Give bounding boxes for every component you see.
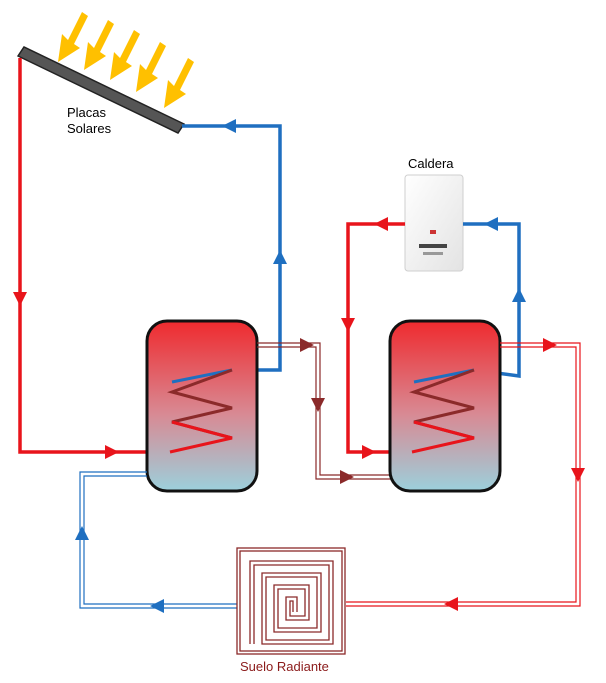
arrow-down-icon <box>571 468 585 482</box>
solar-tank-coil <box>171 368 233 384</box>
arrow-up-icon <box>512 288 526 302</box>
solar-tank-icon <box>145 319 259 493</box>
arrow-right-icon <box>105 445 119 459</box>
boiler-icon <box>404 174 464 272</box>
sun-rays-icon <box>58 12 194 108</box>
arrow-down-icon <box>341 318 355 332</box>
arrow-left-icon <box>374 217 388 231</box>
arrow-right-icon <box>300 338 314 352</box>
arrow-left-icon <box>484 217 498 231</box>
tank-link-pipe <box>257 342 390 480</box>
arrow-down-icon <box>13 292 27 306</box>
floor-heating-label: Suelo Radiante <box>240 659 329 674</box>
arrow-up-icon <box>273 250 287 264</box>
arrow-left-icon <box>150 599 164 613</box>
arrow-left-icon <box>222 119 236 133</box>
floor-heating-coil-icon <box>236 547 346 655</box>
arrow-right-icon <box>362 445 376 459</box>
arrow-right-icon <box>543 338 557 352</box>
boiler-label: Caldera <box>408 156 454 171</box>
solar-panels-label-line1: Placas <box>67 105 107 120</box>
solar-panels-label-line2: Solares <box>67 121 112 136</box>
arrow-right-icon <box>340 470 354 484</box>
arrow-down-icon <box>311 398 325 412</box>
boiler-tank-icon <box>388 319 502 493</box>
arrow-up-icon <box>75 526 89 540</box>
solar-panel-icon <box>16 46 186 134</box>
arrow-left-icon <box>444 597 458 611</box>
